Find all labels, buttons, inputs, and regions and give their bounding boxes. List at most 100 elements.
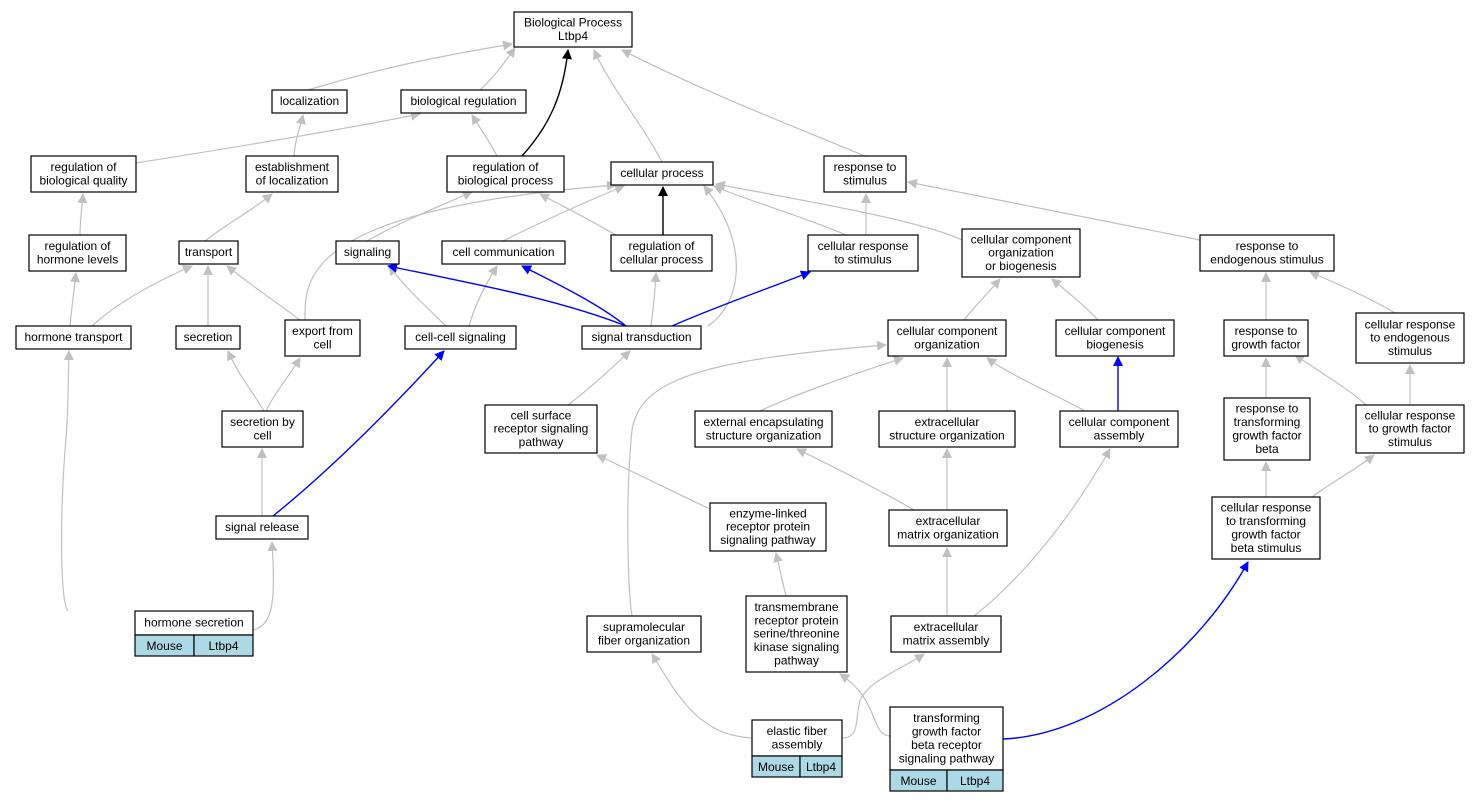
tag-cell <box>946 769 1004 792</box>
node-label-line: pathway <box>774 654 819 668</box>
go-term-node-hormtrans[interactable]: hormone transport <box>15 325 132 350</box>
node-box <box>581 325 702 350</box>
edge-gray <box>759 356 904 412</box>
node-box <box>586 615 702 653</box>
node-label-line: beta stimulus <box>1231 541 1302 555</box>
go-term-node-transport[interactable]: transport <box>178 240 239 265</box>
node-box <box>1223 397 1311 461</box>
node-label-line: matrix assembly <box>903 633 990 647</box>
edge-gray <box>471 114 498 157</box>
node-label-line: cellular response <box>1221 501 1312 515</box>
go-term-node-bioreg[interactable]: biological regulation <box>400 89 527 114</box>
tag-label: Mouse <box>758 760 794 774</box>
edge-gray <box>77 193 88 236</box>
organism-tag: Mouse <box>889 769 948 792</box>
edge-gray <box>1311 454 1375 498</box>
node-label-line: growth factor <box>912 725 981 739</box>
node-label-line: Biological Process <box>524 16 622 30</box>
node-label-line: localization <box>280 94 339 108</box>
node-box <box>30 155 137 193</box>
edge-gray <box>468 265 498 327</box>
node-label-line: receptor protein <box>754 613 838 627</box>
edge-gray <box>986 357 1086 412</box>
edge-gray <box>627 340 887 617</box>
go-term-node-localization[interactable]: localization <box>271 89 348 114</box>
node-label-line: regulation of <box>472 160 539 174</box>
node-label-line: extracellular <box>914 620 979 634</box>
go-term-node-ccsig[interactable]: cell-cell signaling <box>404 325 517 350</box>
node-box <box>888 509 1008 547</box>
go-term-node-sigtrans[interactable]: signal transduction <box>581 325 702 350</box>
edge-gray <box>293 114 306 157</box>
node-label-line: signal release <box>225 520 299 534</box>
edge-gray <box>69 272 80 327</box>
tag-cell <box>193 634 254 657</box>
go-term-node-sigrel[interactable]: signal release <box>215 515 309 540</box>
node-label-line: to growth factor <box>1369 422 1452 436</box>
node-label-line: establishment <box>255 160 330 174</box>
node-label-line: extracellular <box>916 514 981 528</box>
node-box <box>878 410 1016 448</box>
node-label-line: cell-cell signaling <box>415 330 506 344</box>
node-label-line: export from <box>292 324 353 338</box>
node-box <box>610 161 714 186</box>
node-label-line: transforming <box>913 711 980 725</box>
edge-gray <box>1294 354 1367 406</box>
node-label-line: cell <box>313 337 331 351</box>
go-term-node-signaling[interactable]: signaling <box>335 240 400 265</box>
go-term-node-cellproc[interactable]: cellular process <box>610 161 714 186</box>
node-label-line: stimulus <box>1388 435 1432 449</box>
edges <box>60 40 1415 740</box>
go-term-node-secretion[interactable]: secretion <box>175 325 241 350</box>
node-box <box>1199 234 1335 272</box>
tag-label: Ltbp4 <box>960 774 990 788</box>
edge-gray <box>963 278 1001 321</box>
node-label-line: cellular component <box>897 324 998 338</box>
node-label-line: regulation of <box>44 239 111 253</box>
node-box <box>823 155 907 193</box>
go-term-node-cellcomm[interactable]: cell communication <box>441 240 566 265</box>
node-box <box>694 410 833 448</box>
node-label-line: cellular response <box>818 239 909 253</box>
edge-gray <box>907 178 1201 241</box>
node-label-line: of localization <box>256 173 329 187</box>
node-label-line: serine/threonine <box>753 627 839 641</box>
node-label-line: growth factor <box>1231 337 1300 351</box>
node-box <box>271 89 348 114</box>
organism-tag: Mouse <box>751 755 801 778</box>
edge-gray <box>60 350 74 612</box>
edge-gray <box>621 49 866 157</box>
edge-blue <box>1002 561 1249 740</box>
